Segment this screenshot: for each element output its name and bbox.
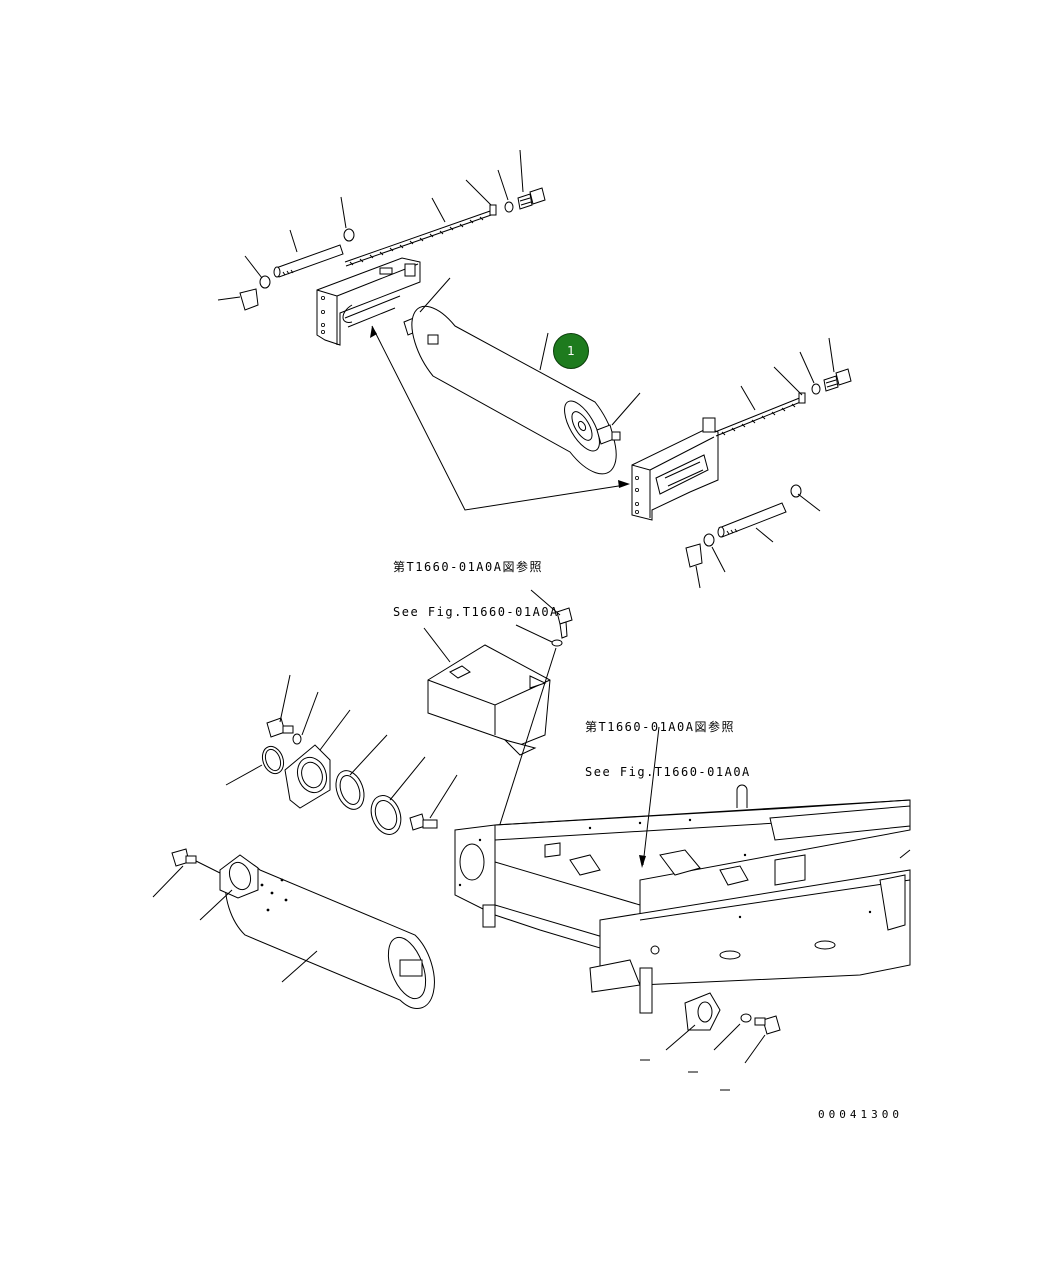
- part-callout-1[interactable]: 1: [553, 333, 589, 369]
- bottom-reference-arrow: [639, 726, 660, 868]
- left-bracket: [316, 257, 421, 346]
- reference-note-bottom-en: See Fig.T1660-01A0A: [585, 765, 751, 779]
- upper-roller-assembly: [217, 149, 852, 589]
- cover-bolt: [494, 607, 573, 841]
- right-guide-pin: [685, 484, 802, 568]
- right-bolt-set: [811, 368, 852, 395]
- right-axle-fitting: [596, 424, 621, 445]
- bottom-leader-lines: [152, 589, 911, 1091]
- reference-note-top-jp: 第T1660-01A0A図参照: [393, 560, 543, 574]
- reference-note-bottom: 第T1660-01A0A図参照 See Fig.T1660-01A0A: [585, 690, 751, 810]
- drawing-number: 00041300: [818, 1108, 903, 1121]
- reference-note-bottom-jp: 第T1660-01A0A図参照: [585, 720, 735, 734]
- top-leader-lines: [217, 149, 835, 589]
- right-lower-bearing: [684, 992, 781, 1035]
- top-roller-drum: [411, 305, 617, 475]
- reference-note-top: 第T1660-01A0A図参照 See Fig.T1660-01A0A: [393, 530, 559, 650]
- left-bolt-set: [504, 187, 546, 213]
- bearing-stack: [261, 717, 438, 835]
- main-frame: [454, 784, 911, 1014]
- right-adjuster-rod: [714, 392, 806, 437]
- roller-flange-bearing: [171, 848, 259, 899]
- reference-note-top-en: See Fig.T1660-01A0A: [393, 605, 559, 619]
- lower-frame-assembly: [152, 589, 911, 1091]
- left-guide-pin: [239, 228, 355, 311]
- cover-guard: [427, 644, 551, 756]
- top-reference-arrows: [370, 325, 630, 511]
- right-bracket: [631, 417, 719, 521]
- left-adjuster-rod: [344, 204, 497, 267]
